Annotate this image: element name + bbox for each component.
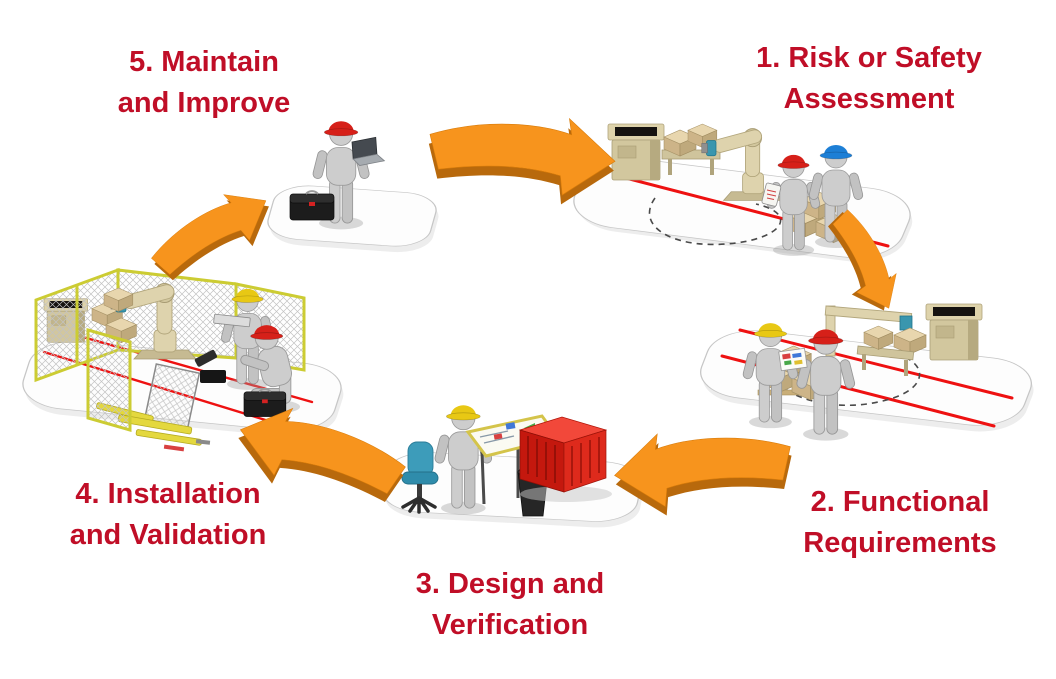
label-step-1: 1. Risk or Safety Assessment xyxy=(736,38,1002,120)
label-step-1-line-1: 1. Risk or Safety xyxy=(756,42,982,74)
factory-machine-icon xyxy=(925,303,983,361)
label-step-4-line-2: and Validation xyxy=(69,519,267,552)
toolbox-icon xyxy=(289,190,335,221)
label-step-4: 4. Installation and Validation xyxy=(40,474,296,556)
office-chair-icon xyxy=(401,441,439,514)
safety-fence-panel xyxy=(116,268,238,360)
scene-maintain-and-improve xyxy=(267,120,439,253)
red-cabinet-icon xyxy=(518,416,608,493)
label-step-4-line-1: 4. Installation xyxy=(75,478,261,510)
label-step-5-line-1: 5. Maintain xyxy=(129,46,279,78)
label-step-2-line-2: Requirements xyxy=(803,527,997,560)
scene-design-and-verification xyxy=(381,404,644,528)
label-step-5-line-2: and Improve xyxy=(117,87,291,120)
open-toolbox-icon xyxy=(194,349,226,383)
laptop-icon xyxy=(351,136,385,167)
toolbox-icon xyxy=(243,388,287,418)
scene-functional-requirements xyxy=(699,303,1034,442)
label-step-3-line-2: Verification xyxy=(431,609,589,642)
label-step-3: 3. Design and Verification xyxy=(398,564,622,646)
label-step-3-line-1: 3. Design and xyxy=(415,568,605,600)
scene-risk-or-safety-assessment xyxy=(573,123,913,262)
label-step-2-line-1: 2. Functional xyxy=(810,486,990,518)
label-step-1-line-2: Assessment xyxy=(783,83,955,116)
factory-machine-icon xyxy=(607,123,665,181)
scene-installation-and-validation xyxy=(22,267,344,452)
label-step-2: 2. Functional Requirements xyxy=(774,482,1026,564)
safety-fence-gate xyxy=(86,328,132,432)
label-step-5: 5. Maintain and Improve xyxy=(92,42,316,124)
requirements-plan-icon xyxy=(778,347,808,372)
